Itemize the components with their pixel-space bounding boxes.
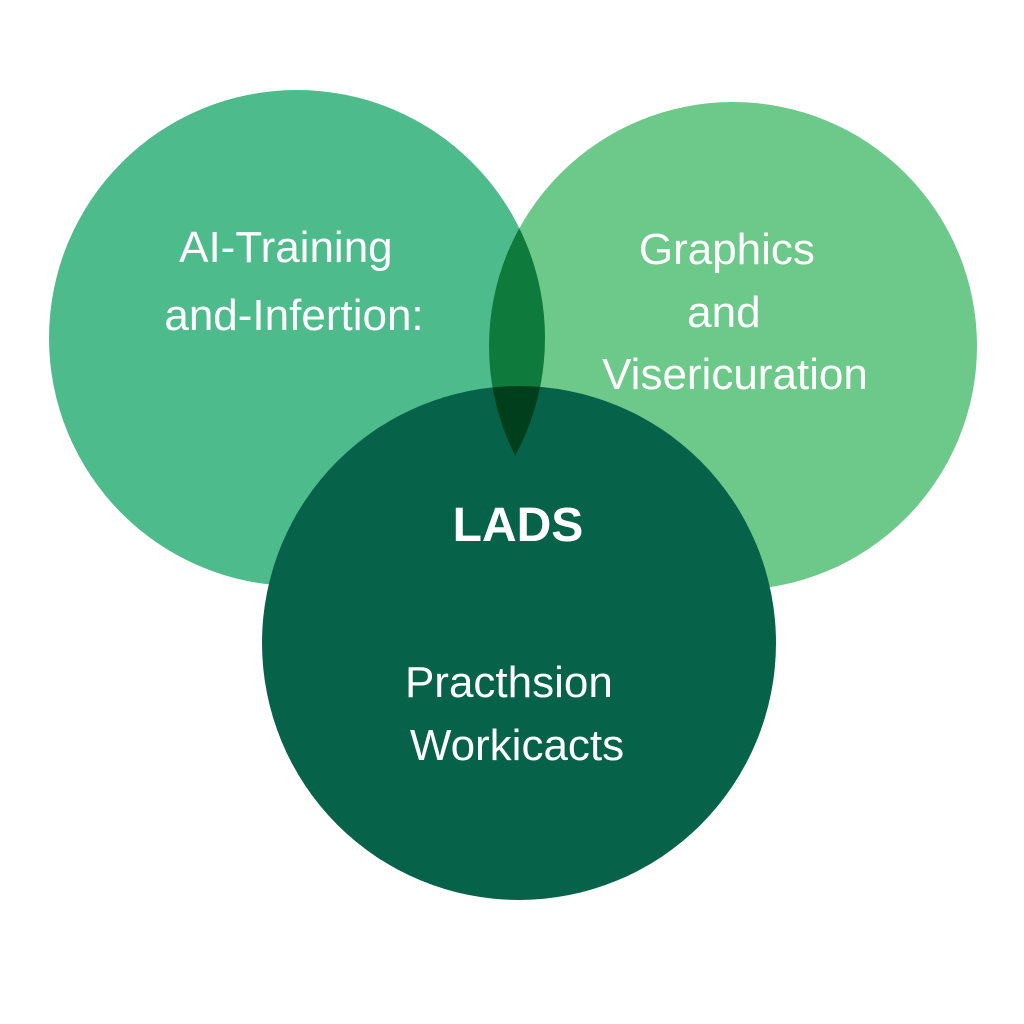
- set-label-bottom-line-1: Practhsion: [405, 658, 613, 707]
- set-label-right-line-1: Graphics: [639, 225, 815, 274]
- set-label-bottom-line-2: Workicacts: [410, 721, 624, 770]
- set-label-bottom: Practhsion Workicacts: [405, 658, 625, 770]
- set-label-left-line-1: AI-Training: [179, 223, 393, 272]
- set-label-right-line-2: and: [687, 288, 760, 337]
- set-label-right: Graphics and Visericuration: [602, 225, 868, 399]
- center-label: LADS: [453, 499, 584, 552]
- set-label-right-line-3: Visericuration: [602, 350, 868, 399]
- set-label-left: AI-Training and-Infertion:: [164, 223, 423, 340]
- set-label-left-line-2: and-Infertion:: [164, 291, 423, 340]
- venn-circle-bottom: [262, 386, 776, 900]
